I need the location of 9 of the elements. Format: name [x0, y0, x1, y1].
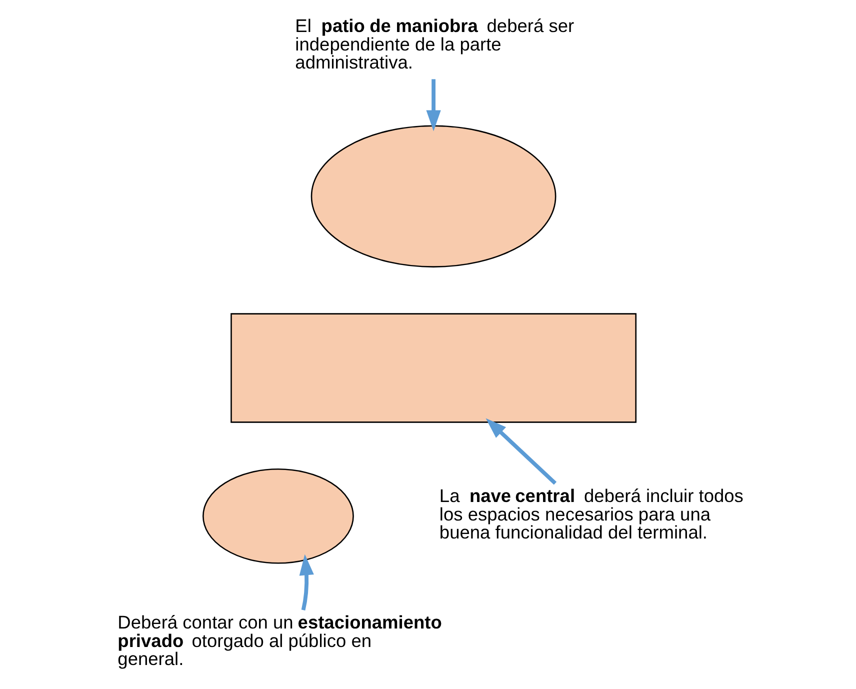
node-text: Deberá contar con un estacionamiento privado otorgado al público en general.	[118, 612, 442, 670]
arrow	[299, 554, 314, 610]
node-ellipse	[202, 468, 354, 564]
node-ellipse	[310, 125, 556, 268]
node-box	[230, 313, 637, 423]
arrow	[426, 79, 441, 132]
arrow	[486, 418, 557, 485]
node-text: El patio de maniobra deberá ser independiente de la parte administrativa.	[295, 15, 574, 73]
node-text: La nave central deberá incluir todos los espacios necesarios para una buena funcionalidad del terminal.	[439, 485, 744, 543]
